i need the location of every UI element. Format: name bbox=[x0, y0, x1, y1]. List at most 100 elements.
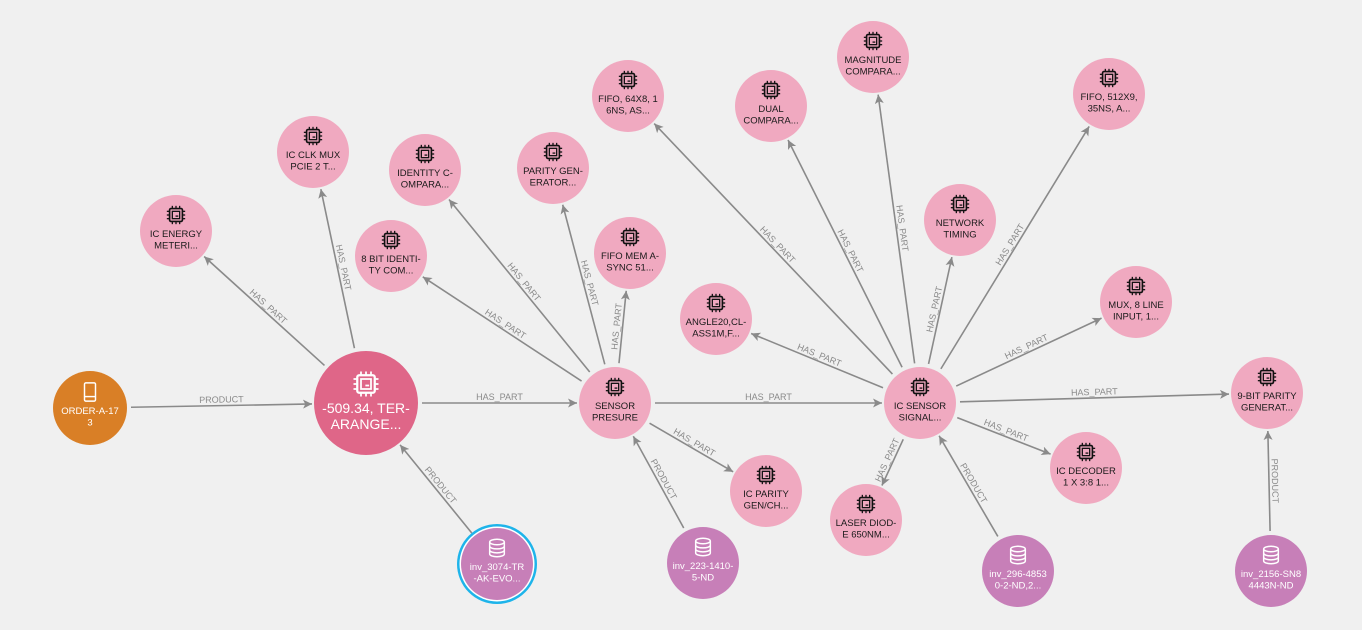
node-label: LASER DIOD- bbox=[836, 518, 897, 529]
node-label: NETWORK bbox=[936, 218, 985, 229]
node-label: TY COM... bbox=[369, 266, 414, 277]
edge-has-part[interactable]: HAS_PART bbox=[422, 392, 577, 408]
node-angle20[interactable]: ANGLE20,CL-ASS1M,F... bbox=[680, 283, 752, 355]
node-label: ERATOR... bbox=[530, 178, 577, 189]
node-parity-gen[interactable]: PARITY GEN-ERATOR... bbox=[517, 132, 589, 204]
node-label: TIMING bbox=[943, 230, 976, 241]
node-label: PCIE 2 T... bbox=[290, 162, 335, 173]
edge-has-part[interactable]: HAS_PART bbox=[318, 189, 356, 349]
node-magnitude-comp[interactable]: MAGNITUDECOMPARA... bbox=[837, 21, 909, 93]
nodes-layer: ORDER-A-173-509.34, TER-ARANGE...SENSORP… bbox=[53, 21, 1307, 607]
node-circle bbox=[140, 195, 212, 267]
edge-has-part[interactable]: HAS_PART bbox=[956, 416, 1051, 456]
node-label: inv_296-4853 bbox=[989, 569, 1047, 580]
edge-label: HAS_PART bbox=[609, 302, 624, 350]
edge-label: HAS_PART bbox=[745, 392, 792, 402]
node-circle bbox=[314, 351, 418, 455]
node-label: SIGNAL... bbox=[899, 413, 942, 424]
edge-has-part[interactable]: HAS_PART bbox=[655, 392, 882, 408]
node-label: 9-BIT PARITY bbox=[1237, 391, 1297, 402]
edge-label: HAS_PART bbox=[672, 426, 718, 458]
node-label: SENSOR bbox=[595, 401, 635, 412]
edge-product[interactable]: PRODUCT bbox=[1263, 430, 1281, 532]
node-label: E 650NM... bbox=[842, 530, 890, 541]
node-label: -509.34, TER- bbox=[322, 400, 410, 416]
edge-has-part[interactable]: HAS_PART bbox=[750, 332, 884, 389]
edge-has-part[interactable]: HAS_PART bbox=[874, 94, 916, 364]
edge-has-part[interactable]: HAS_PART bbox=[422, 276, 582, 382]
node-circle bbox=[277, 116, 349, 188]
node-inv-3074[interactable]: inv_3074-TR-AK-EVO... bbox=[457, 524, 537, 604]
node-inv-223[interactable]: inv_223-1410-5-ND bbox=[667, 527, 739, 599]
node-label: 4443N-ND bbox=[1249, 581, 1294, 592]
node-circle bbox=[461, 528, 533, 600]
node-inv-296[interactable]: inv_296-48530-2-ND,2... bbox=[982, 535, 1054, 607]
node-circle bbox=[1235, 535, 1307, 607]
node-label: ANGLE20,CL- bbox=[686, 317, 747, 328]
node-fifo-mem[interactable]: FIFO MEM A-SYNC 51... bbox=[594, 217, 666, 289]
node-label: ORDER-A-17 bbox=[61, 406, 119, 417]
edge-has-part[interactable]: HAS_PART bbox=[787, 139, 903, 368]
edge-label: HAS_PART bbox=[1003, 332, 1050, 361]
node-circle bbox=[982, 535, 1054, 607]
node-label: inv_3074-TR bbox=[470, 562, 525, 573]
node-circle bbox=[667, 527, 739, 599]
node-circle bbox=[1073, 58, 1145, 130]
node-label: FIFO, 512X9, bbox=[1080, 92, 1137, 103]
node-label: COMPARA... bbox=[845, 67, 900, 78]
node-identity-comp[interactable]: IDENTITY C-OMPARA... bbox=[389, 134, 461, 206]
node-laser-diode[interactable]: LASER DIOD-E 650NM... bbox=[830, 484, 902, 556]
edge-label: HAS_PART bbox=[248, 287, 290, 326]
edge-product[interactable]: PRODUCT bbox=[938, 435, 999, 537]
node-circle bbox=[1100, 266, 1172, 338]
node-label: OMPARA... bbox=[401, 180, 449, 191]
edge-has-part[interactable]: HAS_PART bbox=[203, 255, 326, 367]
node-label: 6NS, AS... bbox=[606, 106, 650, 117]
node-label: FIFO, 64X8, 1 bbox=[598, 94, 658, 105]
node-fifo-512x9[interactable]: FIFO, 512X9,35NS, A... bbox=[1073, 58, 1145, 130]
node-label: GEN/CH... bbox=[744, 501, 789, 512]
node-circle bbox=[355, 220, 427, 292]
node-parity-9bit[interactable]: 9-BIT PARITYGENERAT... bbox=[1231, 357, 1303, 429]
node-ic-energy[interactable]: IC ENERGYMETERI... bbox=[140, 195, 212, 267]
edge-label: PRODUCT bbox=[199, 394, 244, 405]
edge-product[interactable]: PRODUCT bbox=[632, 435, 685, 529]
node-label: 5-ND bbox=[692, 573, 714, 584]
node-circle bbox=[884, 367, 956, 439]
edge-has-part[interactable]: HAS_PART bbox=[873, 436, 904, 486]
node-label: inv_223-1410- bbox=[673, 561, 734, 572]
edge-product[interactable]: PRODUCT bbox=[130, 394, 313, 409]
edge-has-part[interactable]: HAS_PART bbox=[924, 256, 955, 365]
node-label: 3 bbox=[87, 418, 92, 429]
node-circle bbox=[837, 21, 909, 93]
edge-has-part[interactable]: HAS_PART bbox=[959, 386, 1230, 403]
node-label: METERI... bbox=[154, 241, 198, 252]
node-label: SYNC 51... bbox=[606, 263, 654, 274]
node-ic-parity-gen[interactable]: IC PARITYGEN/CH... bbox=[730, 455, 802, 527]
node-label: PRESURE bbox=[592, 413, 638, 424]
node-ic-sensor-signal[interactable]: IC SENSORSIGNAL... bbox=[884, 367, 956, 439]
node-circle bbox=[1050, 432, 1122, 504]
node-circle bbox=[924, 184, 996, 256]
node-circle bbox=[830, 484, 902, 556]
node-dual-comp[interactable]: DUALCOMPARA... bbox=[735, 70, 807, 142]
edge-label: HAS_PART bbox=[993, 222, 1026, 267]
edge-has-part[interactable]: HAS_PART bbox=[955, 317, 1102, 387]
node-label: inv_2156-SN8 bbox=[1241, 569, 1301, 580]
node-label: -AK-EVO... bbox=[474, 574, 521, 585]
node-label: MUX, 8 LINE bbox=[1108, 300, 1163, 311]
edge-has-part[interactable]: HAS_PART bbox=[560, 204, 606, 365]
node-hub[interactable]: -509.34, TER-ARANGE... bbox=[314, 351, 418, 455]
node-order[interactable]: ORDER-A-173 bbox=[53, 371, 127, 445]
edge-has-part[interactable]: HAS_PART bbox=[609, 290, 630, 364]
edge-product[interactable]: PRODUCT bbox=[399, 444, 473, 534]
node-bit8-identity[interactable]: 8 BIT IDENTI-TY COM... bbox=[355, 220, 427, 292]
